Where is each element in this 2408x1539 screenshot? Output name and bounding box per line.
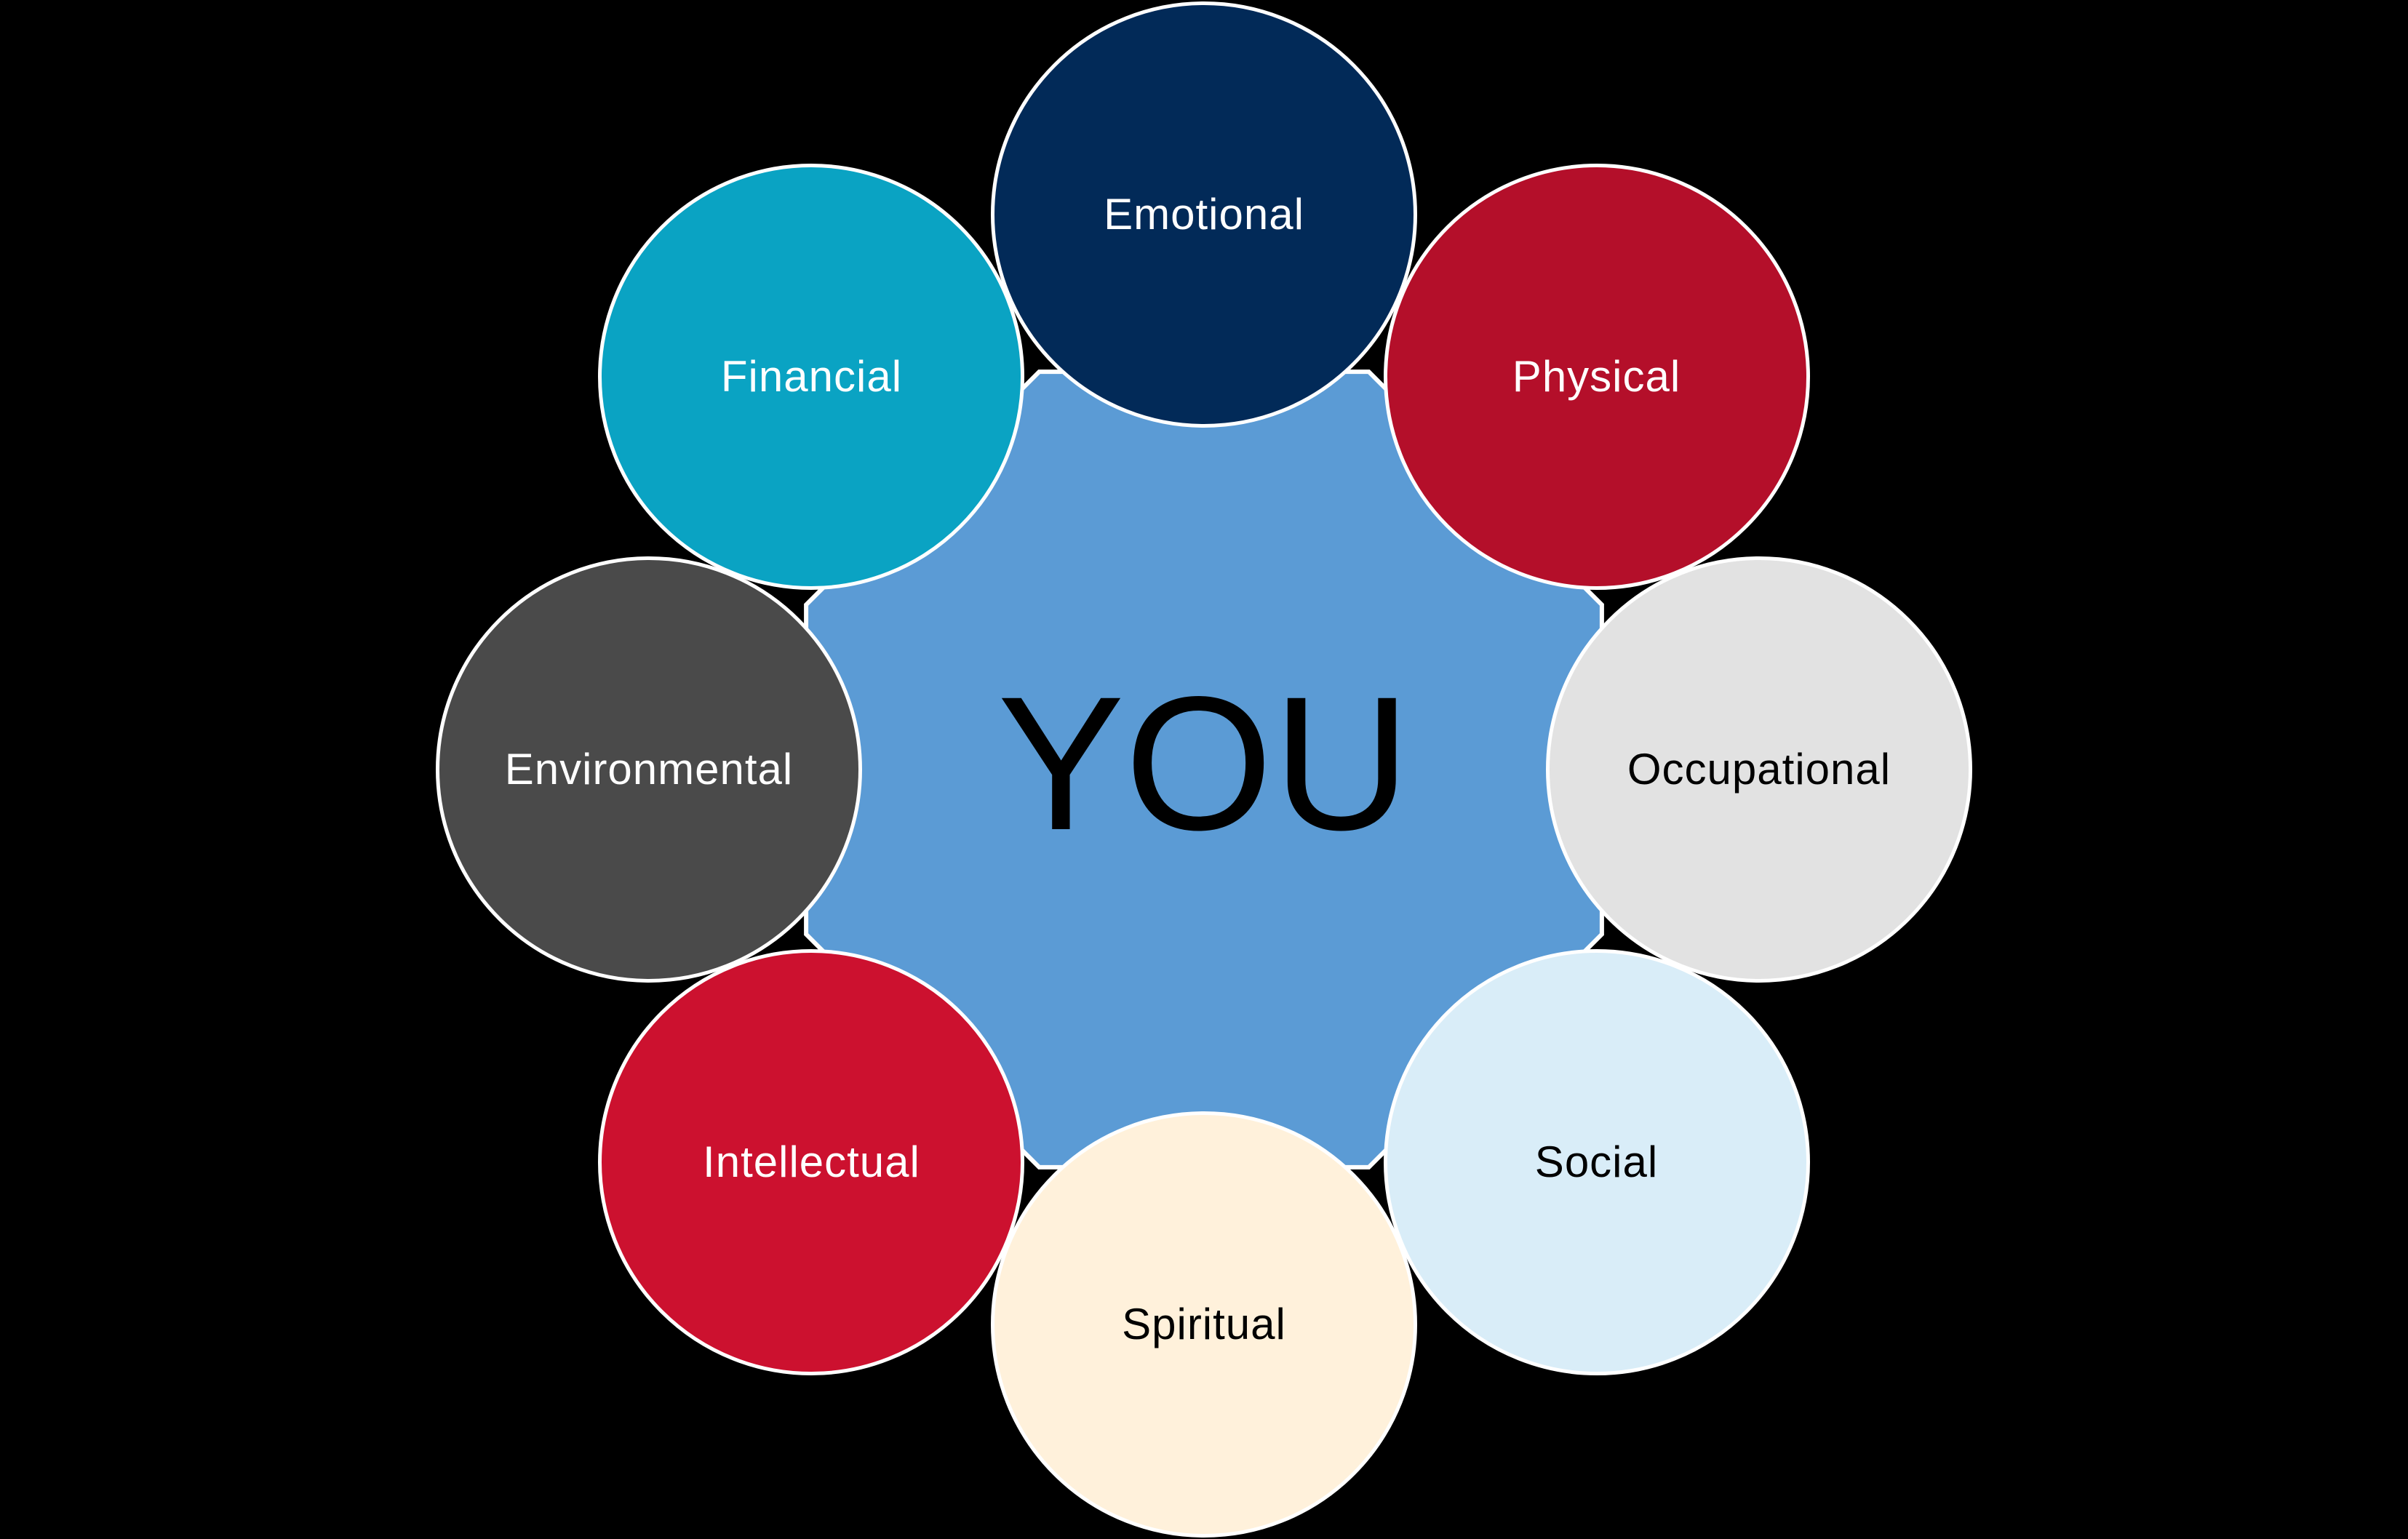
node-social: Social [1383, 948, 1810, 1375]
node-physical: Physical [1383, 164, 1810, 591]
node-label-social: Social [1534, 1137, 1659, 1186]
node-label-emotional: Emotional [1104, 190, 1304, 239]
node-environmental: Environmental [436, 556, 862, 983]
hub-label: YOU [997, 657, 1411, 870]
node-label-physical: Physical [1512, 352, 1681, 401]
node-label-spiritual: Spiritual [1122, 1300, 1286, 1348]
node-intellectual: Intellectual [598, 948, 1025, 1375]
node-occupational: Occupational [1546, 556, 1972, 983]
node-emotional: Emotional [991, 1, 1417, 428]
node-spiritual: Spiritual [991, 1111, 1417, 1538]
node-label-intellectual: Intellectual [703, 1137, 920, 1186]
node-label-environmental: Environmental [504, 745, 794, 794]
node-financial: Financial [598, 164, 1025, 591]
node-label-occupational: Occupational [1627, 745, 1891, 794]
node-label-financial: Financial [720, 352, 903, 401]
